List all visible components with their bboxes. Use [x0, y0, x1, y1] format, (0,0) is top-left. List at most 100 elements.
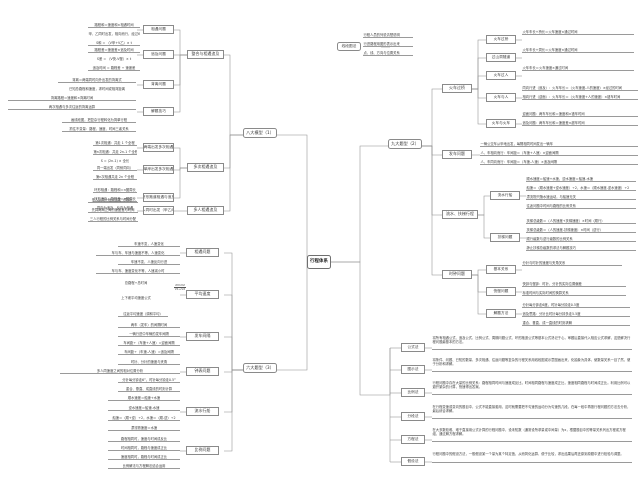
node-method-0[interactable]: 公式法: [401, 343, 425, 352]
leaf-r1-2: 人、车同向而行：车间距＝（车速-人速）×追及间隔: [480, 160, 638, 166]
node-lb-group-1[interactable]: 平均速度: [186, 290, 219, 299]
node-r3-c0[interactable]: 基本关系: [486, 265, 516, 274]
leaf-r2c0-1: 船速＝（顺水速度+逆水速度）÷2，水速＝（顺水速度-逆水速度）÷2: [526, 186, 636, 192]
leaf-lb2-2: 车间距÷（车速+人速）=迎面间隔: [118, 341, 180, 347]
leaf-lb5-2: 速度相同时，路程与时间成正比: [108, 455, 180, 461]
node-line-segment-method[interactable]: 线段图法: [337, 42, 361, 51]
formula-average-speed: 2V1V2 V1+V2: [168, 283, 192, 292]
node-lb-group-3[interactable]: 钟表问题: [186, 367, 219, 376]
node-left-group-2[interactable]: 多人相遇追及: [187, 206, 224, 215]
node-left-group-1[interactable]: 多次相遇追及: [187, 163, 224, 172]
node-right-group-1[interactable]: 发车问题: [442, 150, 472, 159]
leaf-g1c0-1: 第n次相遇：共走 2n-1 个全程: [93, 150, 137, 156]
node-r0-c1[interactable]: 过山洞隧道: [486, 53, 516, 62]
node-lb-group-2[interactable]: 发车间隔: [186, 332, 219, 341]
leaf-g2c0-2: 三人行程的比例关系与时间分配: [88, 217, 138, 223]
leaf-r2c0-0: 顺水速度＝船速+水速，逆水速度＝船速-水速: [526, 177, 636, 183]
leaf-lb0-0: 车速不变，人速变化: [118, 242, 180, 248]
node-left-g0-c2[interactable]: 背离问题: [143, 80, 174, 89]
leaf-r3c0-0: 分针与时针的速度与夹角关系: [522, 261, 622, 267]
node-lb-group-4[interactable]: 流水行船: [186, 407, 219, 416]
node-left-g0-c3[interactable]: 解题技巧: [143, 107, 174, 116]
leaf-r3c1-1: 标准时间与实际时间的换算关系: [522, 291, 626, 297]
leaf-r0c0: 火车车长+桥长＝火车速度×通过时间: [522, 30, 634, 36]
leaf-lb4-1: 逆水速度＝船速-水速: [108, 406, 180, 412]
leaf-g1c1-1: 第n次相遇共走 2n 个全程: [93, 175, 137, 181]
leaf-r0c2: 火车车长＝火车速度×通过时间: [522, 66, 634, 72]
leaf-g0c3-1: 抓住不变量：路程、速度、时间三者关系: [62, 127, 136, 133]
leaf-g1c2-0: 环形相遇：路程和＝n圈周长: [93, 188, 137, 194]
leaf-lb1-2: 往返平均速度（调和平均）: [118, 312, 168, 318]
node-lb-group-0[interactable]: 相遇问题: [186, 248, 219, 257]
leaf-g1c2-1: 环形追及：路程差＝n圈周长: [93, 197, 137, 203]
node-method-4[interactable]: 方程法: [401, 435, 425, 444]
leaf-line-segment-1: 行进路程用图形表示出来: [363, 42, 413, 48]
leaf-r1-0: 一辆公交车从甲地出发，每隔相同时间发出一辆车: [480, 142, 638, 148]
formula-denominator: V1+V2: [174, 287, 186, 292]
node-r3-c1[interactable]: 快慢问题: [486, 287, 516, 296]
leaf-lb0-3: 车与车、速度变化不等，人速减小时: [96, 269, 180, 275]
leaf-lb3-3: 重合、垂直、成直线的时刻计算: [118, 387, 180, 393]
leaf-lb0-1: 车与车、车速与速度不等，人速变化: [96, 251, 180, 257]
leaf-g0c0-1: 甲、乙同时出发，相向而行，经过t时间相遇: [88, 32, 141, 36]
node-r2-c0[interactable]: 流水行船: [490, 191, 520, 200]
center-node[interactable]: 行程体系: [307, 255, 331, 269]
leaf-method-4: 在大多数较难、难于直接用公式计算的行程问题中，设未知数（通常设所求量或中间量）为…: [432, 428, 632, 442]
node-r0-c2[interactable]: 火车过人: [486, 71, 516, 80]
leaf-g0c3-0: 画线段图，把复杂行程转化为简单行程: [62, 118, 136, 124]
node-method-5[interactable]: 假设法: [401, 457, 425, 466]
leaf-r3c1-0: 快钟与慢钟：时针、分针的实际位置偏差: [522, 282, 626, 288]
leaf-line-segment-2: 点、线、方向与位置关系: [363, 51, 413, 57]
node-method-2[interactable]: 比例法: [401, 388, 425, 397]
branch-left-eight-models[interactable]: 八大模型（1）: [243, 128, 277, 138]
node-method-3[interactable]: 分段法: [401, 412, 425, 421]
leaf-r2c1-3: 静止扶梯总级数的求法与解题技巧: [526, 246, 636, 252]
leaf-r0c4-0: 迎面问题：两车车长和＝速度和×错车时间: [522, 112, 638, 118]
leaf-r0c1: 火车车长+洞长＝火车速度×通过时间: [522, 48, 634, 54]
node-left-group-0[interactable]: 整合与相遇追及: [187, 50, 224, 59]
leaf-method-1: 将条件、问题、已知的数量、多次相遇、往返问题等复杂的行程关系用线段图或示意图画出…: [432, 358, 632, 372]
node-method-1[interactable]: 图示法: [401, 365, 425, 374]
leaf-r0c3-0: 同向行进（追及）：火车车长＝（火车速度-人的速度）×经过的时间: [522, 86, 638, 92]
node-right-group-0[interactable]: 火车过桥: [442, 84, 472, 93]
leaf-g0c2-3: 两次相遇与多次往返的背离运算: [8, 105, 136, 111]
node-left-g1-c1[interactable]: 单岸出发多次相遇: [143, 165, 174, 174]
node-left-g1-c2[interactable]: 环形跑道相遇与追及: [143, 193, 174, 202]
node-lb-group-5[interactable]: 比例问题: [186, 446, 219, 455]
node-right-group-2[interactable]: 流水、扶梯行程: [442, 210, 478, 219]
leaf-g2c0-1: 先算两两之间的速度差与时间: [88, 208, 138, 214]
node-r0-c4[interactable]: 火车与火车: [486, 119, 516, 128]
branch-right-nine-types[interactable]: 九大题型（2）: [388, 139, 422, 149]
leaf-lb2-1: 一辆行进中车辆的发车间隔: [118, 332, 180, 338]
leaf-g1c1-0: 同一端出发（同侧同向）: [93, 166, 137, 172]
leaf-lb4-3: 漂流物速度＝水速: [108, 426, 180, 432]
leaf-g0c0-0: 路程和＝速度和×相遇时间: [88, 23, 140, 29]
leaf-g2c0-0: 多人从同一地点出发（同向）: [88, 198, 138, 204]
leaf-g1c2-2: 同向为追及，反向为相遇: [96, 206, 134, 210]
leaf-r2c1-0: 扶梯总级数＝（人的速度+扶梯速度）×时间（顺行）: [526, 219, 636, 225]
leaf-r3c2-1: 追及思路：分针比时针每分钟多走5.5度: [522, 312, 630, 318]
branch-left-six-types[interactable]: 六大题型（3）: [243, 363, 277, 373]
node-r0-c3[interactable]: 火车与人: [486, 93, 516, 102]
leaf-lb4-0: 顺水速度＝船速+水速: [108, 396, 180, 402]
node-right-group-3[interactable]: 时钟问题: [442, 270, 472, 279]
node-left-g0-c0[interactable]: 相遇问题: [143, 25, 174, 34]
leaf-lb1-1: 上下坡平均速度公式: [121, 296, 151, 300]
leaf-lb3-0: 时针、分针的速度与夹角: [118, 360, 180, 366]
node-left-g2-c0[interactable]: 多人同时出发（甲乙丙）: [143, 206, 174, 215]
node-r0-c0[interactable]: 火车过桥: [486, 35, 516, 44]
leaf-r1-1: 人、车相向而行：车间距＝（车速+人速）×迎面间隔: [480, 151, 638, 157]
node-left-g1-c0[interactable]: 两端出发多次相遇: [143, 143, 174, 152]
leaf-method-0: 将所有相遇公式、追及公式、比例公式、周期问题公式、环形跑道公式等基本公式熟记于心…: [432, 336, 632, 350]
leaf-g0c1-0: 路程差＝速度差×追及时间: [88, 48, 140, 54]
leaf-lb5-0: 路程相同时，速度与时间成反比: [108, 437, 180, 443]
leaf-lb0-2: 车速不变，人速反向行进: [118, 260, 180, 266]
node-r2-c1[interactable]: 扶梯问题: [490, 233, 520, 242]
node-r3-c2[interactable]: 解题方法: [486, 309, 516, 318]
leaf-lb2-3: 车间距÷（车速-人速）=追及间隔: [118, 350, 180, 356]
leaf-r2c1-2: 顺行级数与逆行级数的比例关系: [526, 237, 636, 243]
leaf-r2c0-2: 漂流物只随水速运动，与船速无关: [526, 195, 636, 201]
leaf-g0c1-2: 追及时间 = 路程差 ÷ 速度差: [88, 66, 140, 72]
node-left-g0-c1[interactable]: 追及问题: [143, 50, 174, 59]
